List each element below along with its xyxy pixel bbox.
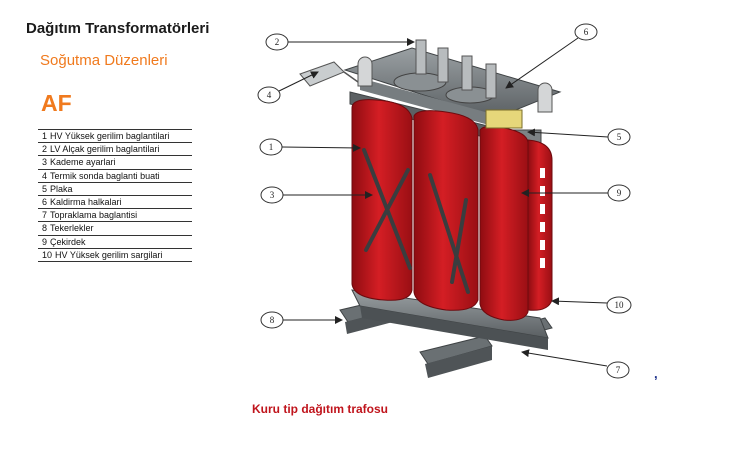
figure-caption: Kuru tip dağıtım trafosu: [252, 402, 388, 416]
svg-text:5: 5: [617, 132, 622, 142]
callout-4: 4: [257, 71, 319, 104]
callout-1: 1: [259, 138, 361, 156]
lv-terminals: [415, 39, 497, 99]
hv-connection-bars: [362, 148, 470, 294]
coil-middle: [413, 110, 479, 311]
rating-plate: [485, 109, 523, 129]
coil-front-right: [479, 125, 529, 321]
page-subtitle: Soğutma Düzenleri: [40, 52, 168, 69]
callout-7: 7: [521, 349, 630, 379]
cooling-code: AF: [41, 90, 72, 116]
svg-text:2: 2: [275, 37, 280, 47]
svg-text:10: 10: [615, 300, 625, 310]
callout-3: 3: [260, 186, 373, 204]
svg-text:8: 8: [270, 315, 275, 325]
callout-9: 9: [521, 184, 631, 202]
cooling-ducts: [540, 168, 545, 268]
svg-text:3: 3: [270, 190, 275, 200]
page-title: Dağıtım Transformatörleri: [26, 20, 210, 37]
svg-text:9: 9: [617, 188, 622, 198]
bottom-frame: [351, 289, 549, 350]
callout-5: 5: [527, 128, 631, 146]
svg-text:6: 6: [584, 27, 589, 37]
lifting-lugs: [357, 56, 553, 113]
callout-6: 6: [505, 23, 598, 89]
thermal-probe-box: [299, 61, 345, 87]
probe-cable: [343, 71, 359, 83]
callout-10: 10: [551, 296, 632, 314]
svg-text:1: 1: [269, 142, 274, 152]
callout-2: 2: [265, 33, 415, 51]
svg-text:7: 7: [616, 365, 621, 375]
stray-comma: ,: [654, 366, 658, 381]
svg-text:4: 4: [267, 90, 272, 100]
callout-8: 8: [260, 311, 343, 329]
